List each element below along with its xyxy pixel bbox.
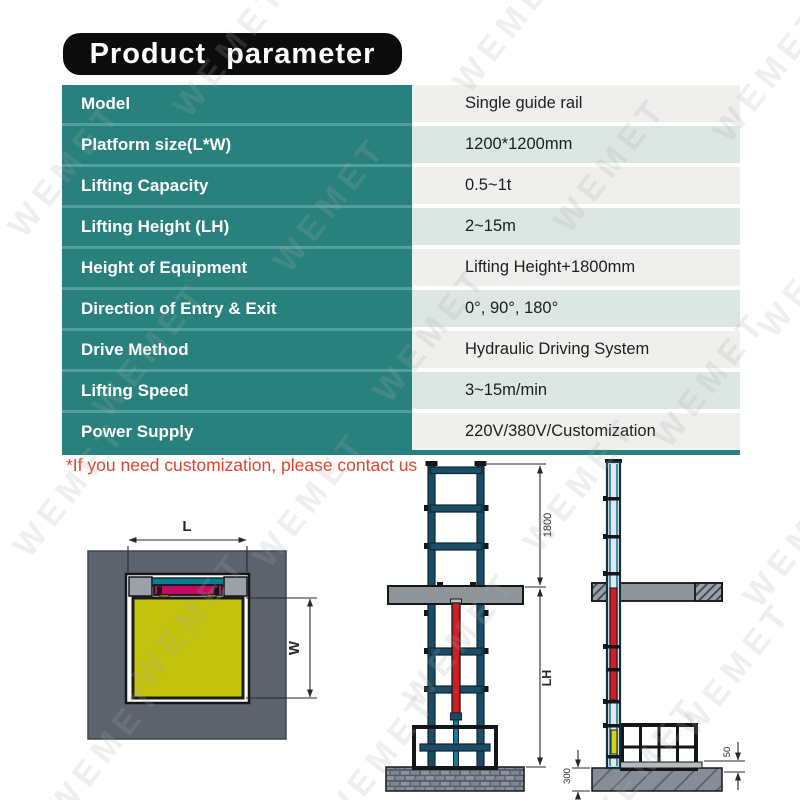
yellow-slider-side — [610, 729, 618, 755]
spec-value: 0.5~1t — [412, 167, 740, 204]
dim-width-label: W — [286, 640, 303, 655]
page-title-text: Product parameter — [89, 37, 376, 70]
table-row: Lifting Height (LH)2~15m — [62, 208, 740, 249]
rail-cap-right — [474, 461, 487, 466]
lift-mechanism-bar — [153, 584, 223, 596]
spec-label: Power Supply — [62, 413, 412, 454]
spec-label: Platform size(L*W) — [62, 126, 412, 167]
spec-label: Lifting Height (LH) — [62, 208, 412, 249]
spec-value: 1200*1200mm — [412, 126, 740, 163]
mechanism-endcap-right — [214, 586, 219, 594]
table-row: Platform size(L*W)1200*1200mm — [62, 126, 740, 167]
mechanism-endcap-left — [157, 586, 162, 594]
rail-cap-left — [425, 461, 438, 466]
mast-segment-joints — [603, 496, 620, 759]
rail-side-nubs — [424, 505, 489, 692]
beam-nub-right — [470, 582, 476, 586]
page-title: Product parameter — [63, 33, 402, 75]
dim-length-label: L — [182, 518, 191, 535]
spec-value: 220V/380V/Customization — [412, 413, 740, 450]
table-bottom-border — [62, 450, 740, 455]
dim-50-label: 50 — [722, 747, 733, 758]
spec-value: 2~15m — [412, 208, 740, 245]
spec-label: Lifting Speed — [62, 372, 412, 413]
spec-label: Model — [62, 85, 412, 126]
spec-value: Single guide rail — [412, 85, 740, 122]
spec-label: Height of Equipment — [62, 249, 412, 290]
spec-label: Lifting Capacity — [62, 167, 412, 208]
side-view-drawing: 300 50 — [562, 459, 745, 800]
corner-block-right — [223, 576, 248, 597]
watermark-text: WEMET — [750, 193, 800, 345]
beam-hatch-right — [694, 582, 723, 602]
base-plate — [617, 761, 703, 769]
cylinder-side — [609, 587, 618, 701]
spec-value: 3~15m/min — [412, 372, 740, 409]
base-frame — [412, 725, 498, 770]
base-frame-crossbar — [419, 743, 491, 752]
cylinder-joint — [450, 712, 462, 721]
spec-value: 0°, 90°, 180° — [412, 290, 740, 327]
spec-value: Hydraulic Driving System — [412, 331, 740, 368]
foundation-side — [591, 767, 723, 792]
platform-top-view — [131, 596, 245, 700]
hydraulic-cylinder — [451, 602, 461, 714]
technical-drawings: L W — [87, 459, 745, 800]
spec-label: Drive Method — [62, 331, 412, 372]
customization-note: *If you need customization, please conta… — [66, 455, 418, 475]
spec-label: Direction of Entry & Exit — [62, 290, 412, 331]
front-view-drawing: 1800 LH — [385, 461, 554, 792]
top-view-drawing: L W — [87, 518, 317, 740]
foundation-bricks — [385, 766, 525, 792]
spec-value: Lifting Height+1800mm — [412, 249, 740, 286]
dim-lh-label: LH — [540, 670, 554, 687]
dim-1800-label: 1800 — [542, 513, 554, 537]
dim-300-label: 300 — [562, 768, 573, 784]
corner-block-left — [128, 576, 153, 597]
beam-nub-left — [437, 582, 443, 586]
